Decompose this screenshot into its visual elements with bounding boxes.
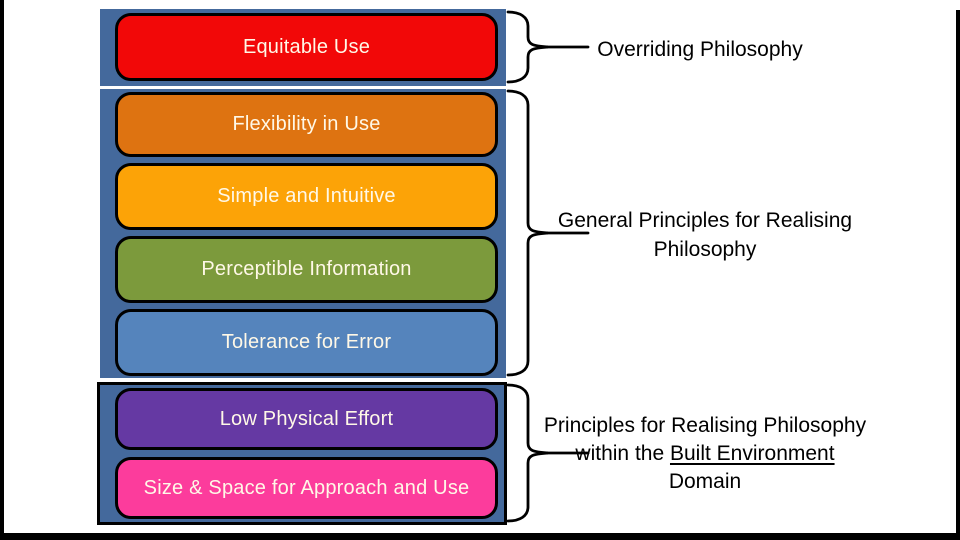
principle-label: Simple and Intuitive [217,185,396,207]
principle-label: Size & Space for Approach and Use [143,476,470,499]
brace-overriding-philosophy-icon [506,10,590,84]
principle-box-perceptible-information: Perceptible Information [115,236,498,303]
built-environment-underlined-text: Built Environment [669,442,835,465]
brace-general-principles-icon [506,89,590,377]
brace-built-environment-icon [506,383,590,523]
principle-box-simple-and-intuitive: Simple and Intuitive [115,163,498,230]
group-label-line: Overriding Philosophy [597,38,803,61]
principle-label: Perceptible Information [201,258,412,280]
group-label-overriding-philosophy: Overriding Philosophy [560,36,840,64]
group-label-line: Principles for Realising Philosophy [543,414,867,437]
principle-label: Flexibility in Use [232,113,381,135]
principle-box-size-and-space: Size & Space for Approach and Use [115,457,498,519]
group-label-line: General Principles for Realising [557,209,853,232]
group-label-general-principles: General Principles for Realising Philoso… [545,206,865,264]
group-label-line: Domain [668,470,742,493]
principle-box-low-physical-effort: Low Physical Effort [115,388,498,450]
slide-border-left [0,0,4,540]
principle-label: Low Physical Effort [219,407,394,430]
group-label-line: Philosophy [653,238,757,261]
principle-box-flexibility-in-use: Flexibility in Use [115,92,498,157]
principle-label: Tolerance for Error [221,331,392,353]
principle-box-tolerance-for-error: Tolerance for Error [115,309,498,376]
group-label-line: within the [575,442,670,465]
principle-label: Equitable Use [242,35,371,58]
slide-border-bottom [0,533,960,540]
principle-box-equitable-use: Equitable Use [115,13,498,81]
slide-border-right [956,10,960,540]
group-label-built-environment: Principles for Realising Philosophy with… [530,412,880,496]
